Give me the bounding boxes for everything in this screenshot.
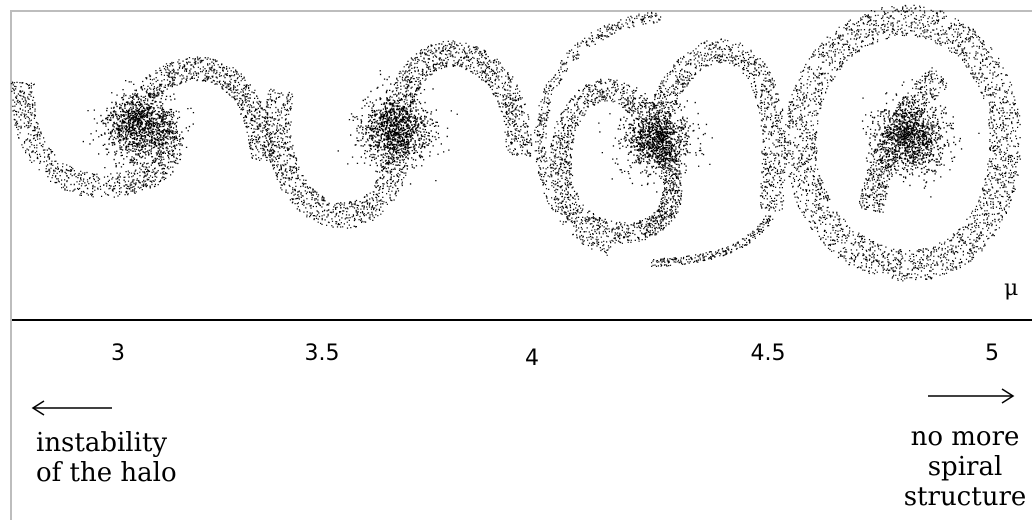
- tick-label: 4.5: [750, 341, 786, 366]
- left-caption-line: of the halo: [36, 458, 177, 488]
- mu-axis-line: [12, 319, 1032, 321]
- right-arrow-icon: [928, 388, 1015, 404]
- tick-label: 5: [985, 341, 999, 366]
- galaxy-core: [337, 64, 458, 185]
- galaxy-panel: [264, 40, 533, 229]
- spiral-arm: [640, 38, 787, 212]
- spiral-arm: [637, 131, 683, 241]
- axis-symbol: μ: [1004, 276, 1019, 301]
- right-caption-line: structure: [903, 482, 1027, 512]
- spiral-arm: [10, 81, 183, 198]
- galaxy-panels: [10, 4, 1021, 282]
- spiral-arm: [651, 215, 774, 267]
- spiral-arm: [549, 78, 649, 244]
- right-caption-line: spiral: [927, 452, 1003, 482]
- galaxy-core: [598, 86, 713, 193]
- right-caption-line: no more: [910, 422, 1020, 452]
- galaxy-core: [82, 77, 195, 183]
- left-caption-line: instability: [36, 428, 168, 458]
- galaxy-panel: [10, 56, 275, 198]
- spiral-arm: [383, 40, 533, 157]
- galaxy-core: [861, 79, 980, 198]
- galaxy-panel: [784, 4, 1021, 282]
- tick-label: 4: [525, 346, 539, 371]
- spiral-arm: [264, 88, 410, 229]
- right-caption: no more spiral structure: [898, 422, 1032, 512]
- spiral-arm: [534, 11, 662, 256]
- diagram-frame: [10, 10, 1032, 520]
- tick-label: 3.5: [304, 341, 340, 366]
- tick-label: 3: [111, 341, 125, 366]
- galaxy-panel: [534, 11, 787, 267]
- left-arrow-icon: [31, 400, 112, 416]
- left-caption: instability of the halo: [36, 428, 177, 488]
- spiral-arm: [121, 56, 275, 161]
